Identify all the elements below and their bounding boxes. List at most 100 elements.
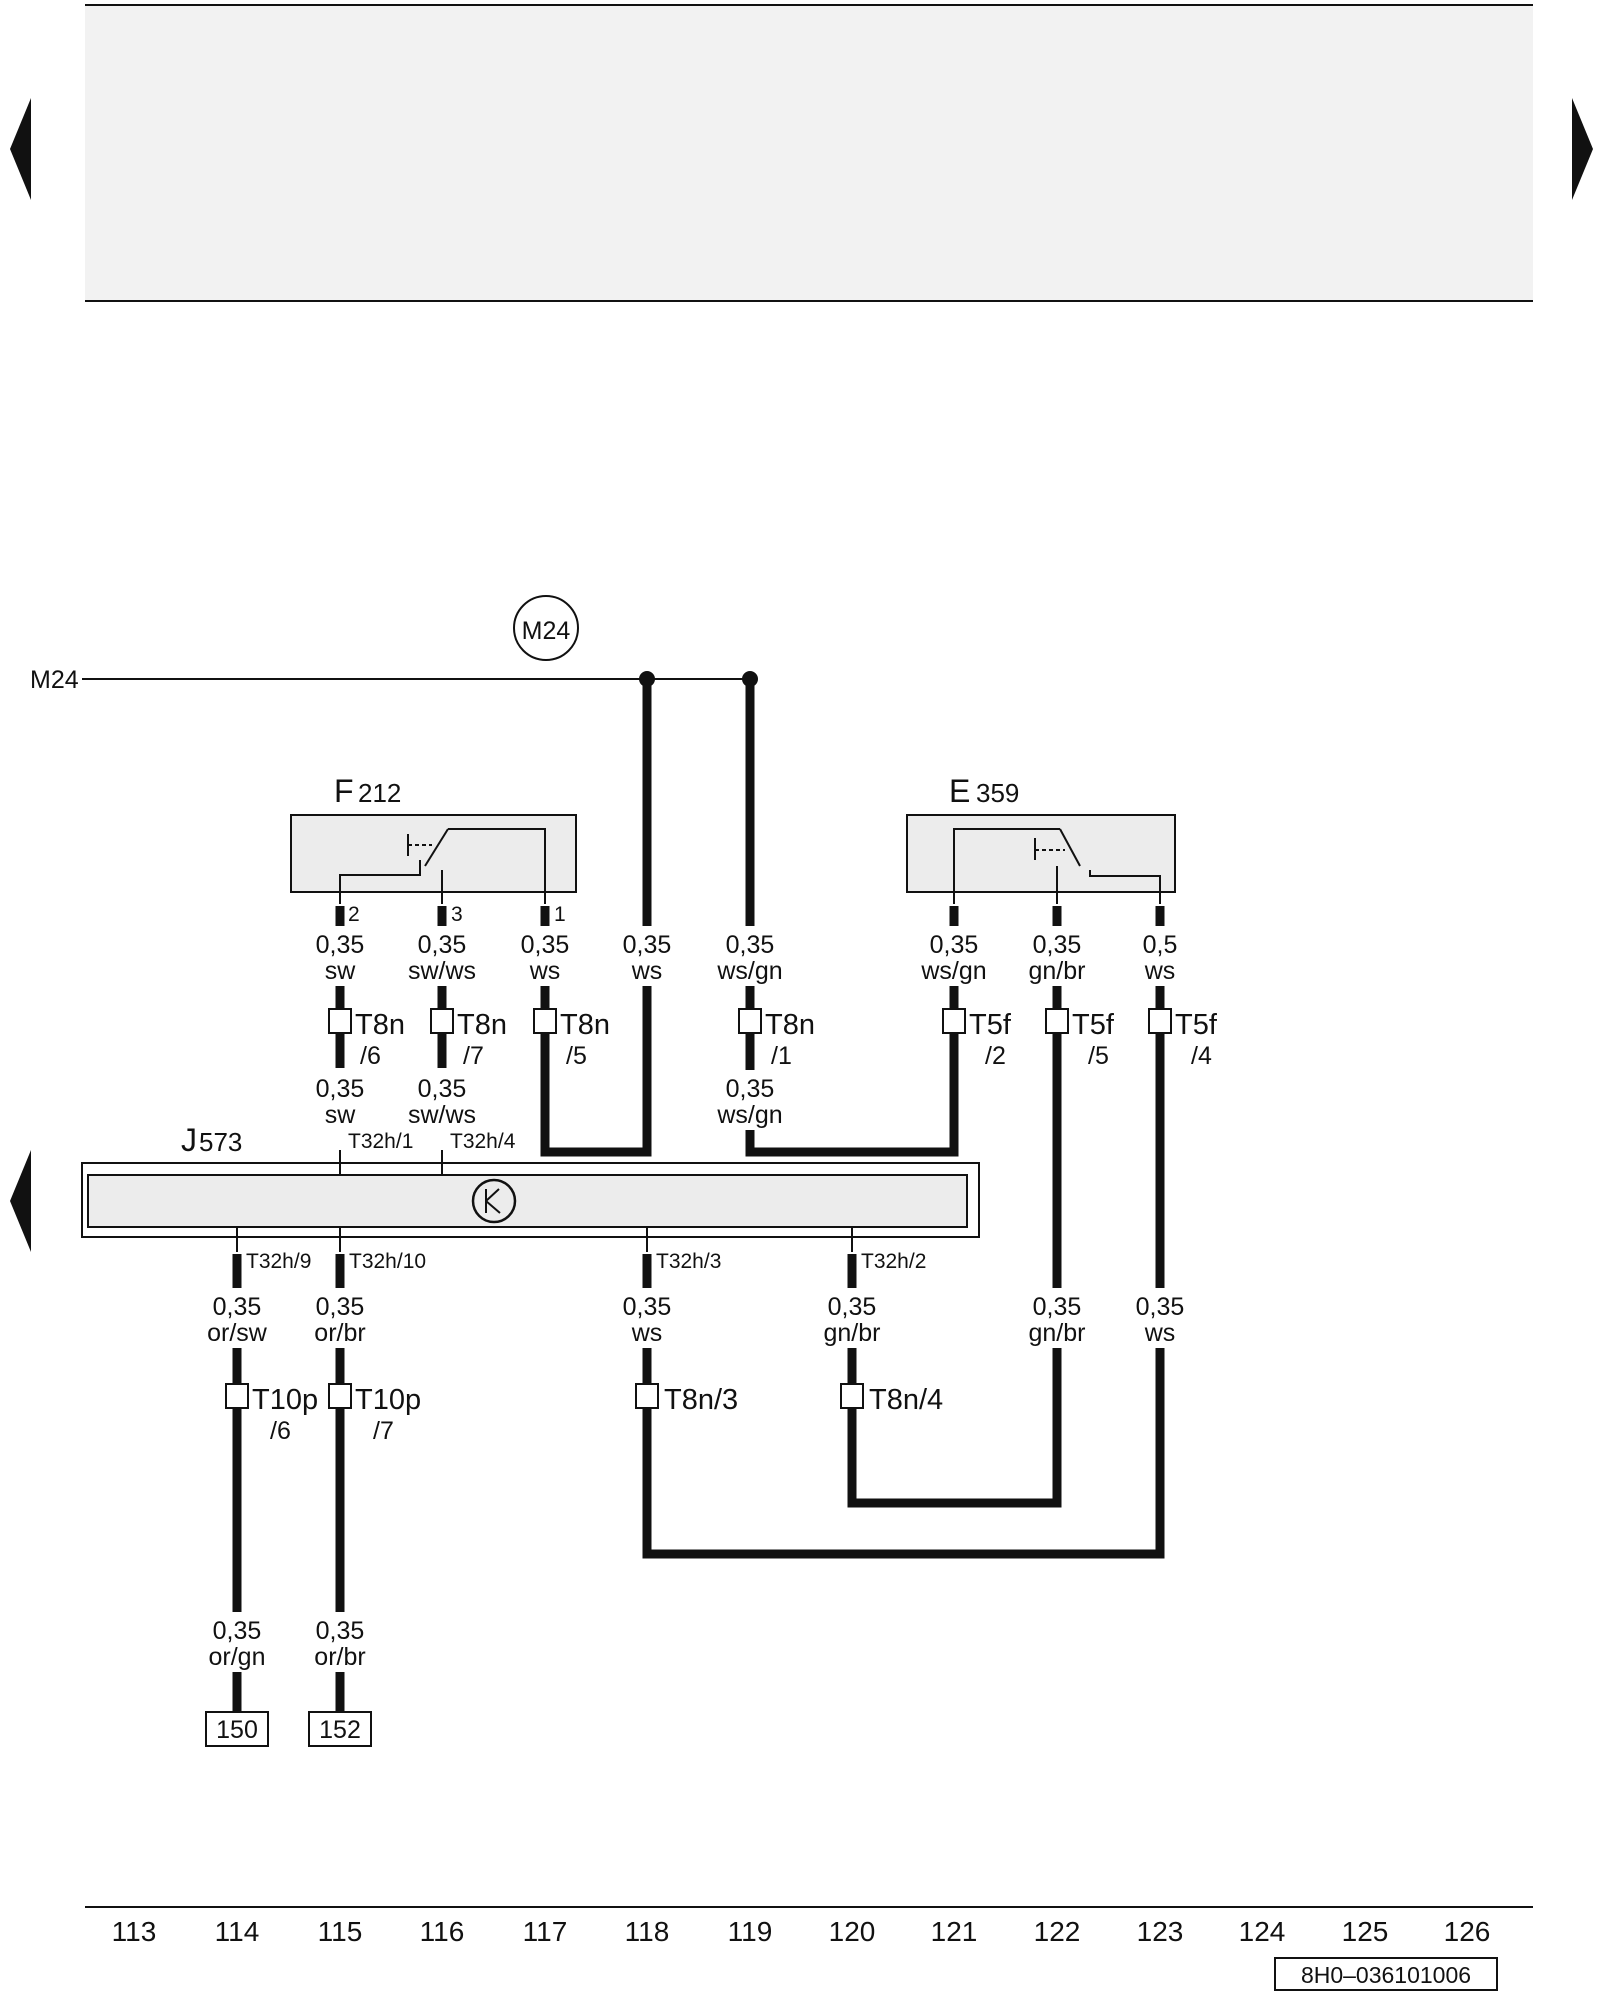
prev-page-arrow-icon[interactable]	[10, 98, 31, 200]
reference-box[interactable]	[308, 1711, 372, 1747]
connector-name: T8n	[560, 1009, 610, 1041]
connector-name: T10p	[355, 1384, 421, 1416]
wire-size: 0,35	[316, 931, 365, 959]
drawing-id: 8H0–036101006	[1301, 1962, 1471, 1988]
connector-pin: /6	[360, 1042, 381, 1070]
connector-symbols	[225, 1008, 1172, 1409]
switch-wire	[1089, 870, 1161, 904]
column-number: 119	[728, 1916, 773, 1947]
column-number: 118	[625, 1916, 670, 1947]
connector-plug-icon	[430, 1008, 454, 1034]
connector-plug-icon	[738, 1008, 762, 1034]
j573-pin-labels: T32h/1 T32h/4 T32h/9 T32h/10 T32h/3 T32h…	[246, 1130, 926, 1273]
wire-color: ws/gn	[716, 957, 782, 985]
electronic-unit-icon	[471, 1178, 517, 1224]
wire-size: 0,35	[316, 1075, 365, 1103]
j573-pin: T32h/4	[450, 1130, 516, 1153]
connector-plug-icon	[840, 1383, 864, 1409]
switch-wire	[953, 828, 1060, 904]
wire-color: gn/br	[1029, 1319, 1086, 1347]
header-panel	[85, 4, 1533, 302]
wire-size: 0,35	[1033, 931, 1082, 959]
component-number: 573	[199, 1127, 242, 1157]
j573-pin: T32h/9	[246, 1250, 311, 1273]
switch-contact	[1059, 828, 1081, 867]
wire-color: or/br	[314, 1643, 365, 1671]
wire-color: sw	[325, 1101, 357, 1129]
pin-label: 2	[348, 903, 360, 926]
column-number: 116	[420, 1916, 465, 1947]
wire-color: ws/gn	[716, 1101, 782, 1129]
wire-color: sw/ws	[408, 957, 476, 985]
pin-label: 3	[451, 903, 463, 926]
wire-color: ws/gn	[920, 957, 986, 985]
j573-pin: T32h/2	[861, 1250, 926, 1273]
wire-size: 0,35	[316, 1617, 365, 1645]
wire-labels-top: 0,35 sw 0,35 sw/ws 0,35 ws 0,35 ws 0,35 …	[316, 931, 1178, 985]
wire-color: ws	[1144, 1319, 1176, 1347]
connector-pin: /5	[566, 1042, 587, 1070]
wire-size: 0,35	[418, 931, 467, 959]
wire-color: or/br	[314, 1319, 365, 1347]
connector-name: T10p	[252, 1384, 318, 1416]
wire-size: 0,35	[623, 931, 672, 959]
reference-label: 150	[216, 1716, 258, 1744]
column-number: 126	[1444, 1916, 1491, 1947]
drawing-id-box	[1274, 1957, 1498, 1991]
wire-color: gn/br	[824, 1319, 881, 1347]
connector-name: T8n	[457, 1009, 507, 1041]
wire-color: ws	[631, 957, 663, 985]
reference-boxes: 150 152	[205, 1711, 372, 1747]
label-backings	[199, 926, 1190, 1672]
j573-pin: T32h/1	[348, 1130, 413, 1153]
wire-labels-mid: 0,35 sw 0,35 sw/ws 0,35 ws/gn	[316, 1075, 783, 1129]
wire-size: 0,35	[521, 931, 570, 959]
connector-plug-icon	[1148, 1008, 1172, 1034]
switch-wire	[339, 860, 421, 904]
wire-gn-br	[847, 906, 1062, 1508]
connector-name: T5f	[969, 1009, 1012, 1041]
connector-plug-icon	[635, 1383, 659, 1409]
connector-plug-icon	[225, 1383, 249, 1409]
column-number: 121	[931, 1916, 978, 1947]
connector-labels: T8n /6 T8n /7 T8n /5 T8n /1 T5f /2 T5f /…	[252, 1009, 1218, 1445]
component-number: 212	[358, 778, 401, 808]
column-number: 123	[1137, 1916, 1184, 1947]
connector-name: T5f	[1072, 1009, 1115, 1041]
continuation-left-arrow-icon[interactable]	[10, 1150, 31, 1252]
wire-size: 0,35	[930, 931, 979, 959]
wire-color: sw	[325, 957, 357, 985]
component-letter: J	[181, 1122, 197, 1158]
wire-labels-lower: 0,35 or/sw 0,35 or/br 0,35 ws 0,35 gn/br…	[207, 1293, 1184, 1347]
column-number: 115	[318, 1916, 363, 1947]
reference-label: 152	[319, 1716, 361, 1744]
connector-pin: /5	[1088, 1042, 1109, 1070]
pin-label: 1	[554, 903, 566, 926]
ground-badge-label: M24	[522, 617, 571, 645]
reference-box[interactable]	[205, 1711, 269, 1747]
connector-plug-icon	[328, 1008, 352, 1034]
connector-plug-icon	[328, 1383, 352, 1409]
wire-size: 0,35	[418, 1075, 467, 1103]
wire-size: 0,5	[1143, 931, 1178, 959]
connector-plug-icon	[942, 1008, 966, 1034]
component-letter: E	[949, 773, 970, 809]
component-letter: F	[334, 773, 354, 809]
electronic-unit-icon-symbol	[485, 1188, 501, 1214]
connector-pin: /6	[270, 1417, 291, 1445]
next-page-arrow-icon[interactable]	[1572, 98, 1593, 200]
connector-name: T8n	[765, 1009, 815, 1041]
wire-labels-bottom: 0,35 or/gn 0,35 or/br	[209, 1617, 366, 1671]
connector-name: T8n/4	[869, 1384, 943, 1416]
wire-size: 0,35	[213, 1617, 262, 1645]
column-number: 117	[523, 1916, 568, 1947]
column-number: 125	[1342, 1916, 1389, 1947]
switch-wire	[448, 828, 546, 904]
wire-color: ws	[631, 1319, 663, 1347]
ground-badge-circle	[513, 595, 579, 661]
connector-name: T5f	[1175, 1009, 1218, 1041]
control-unit-inner	[87, 1174, 968, 1228]
wire-size: 0,35	[726, 931, 775, 959]
connector-plug-icon	[533, 1008, 557, 1034]
